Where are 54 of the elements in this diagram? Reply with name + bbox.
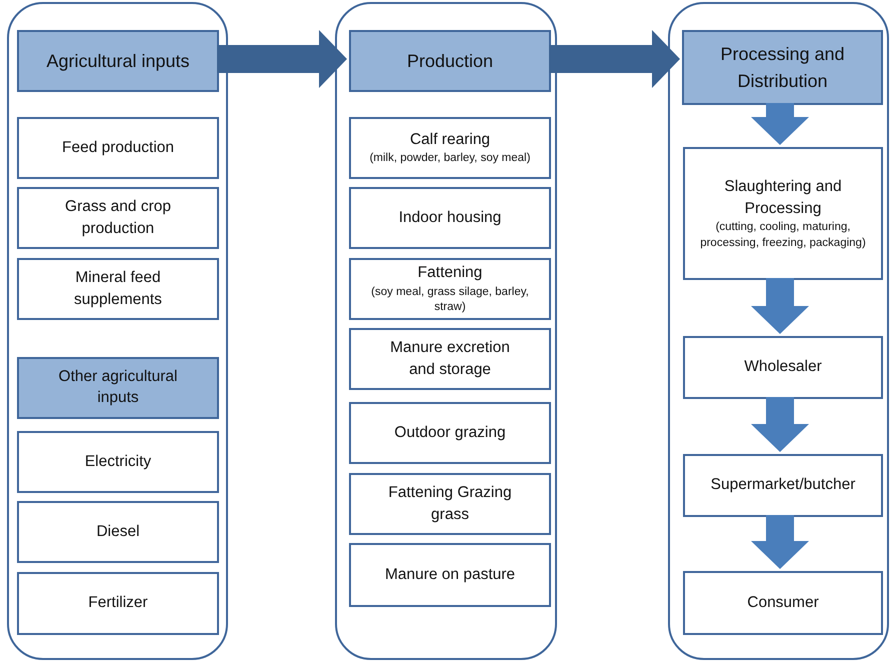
- box-label: Grass and crop production: [64, 196, 172, 239]
- box-label: Other agricultural inputs: [58, 367, 178, 408]
- category-header-box: [17, 357, 219, 419]
- box-label: Wholesaler: [744, 357, 822, 378]
- process-box: [683, 571, 883, 635]
- block-arrow: [751, 278, 809, 334]
- process-box: [17, 117, 219, 179]
- process-box: [17, 187, 219, 249]
- process-box: [683, 147, 883, 280]
- process-box: [349, 117, 551, 179]
- box-label: Feed production: [62, 138, 174, 158]
- stage-header-box: [17, 30, 219, 92]
- box-label: Diesel: [96, 522, 140, 542]
- process-box: [349, 258, 551, 320]
- stage-header-box: [682, 30, 883, 105]
- process-box: [349, 473, 551, 535]
- box-label: Consumer: [747, 592, 819, 613]
- box-label: Outdoor grazing: [394, 422, 506, 443]
- stage-panel: [668, 2, 889, 660]
- box-label: Fattening Grazing grass: [387, 482, 513, 525]
- stage-panel: [335, 2, 557, 660]
- process-box: [17, 431, 219, 493]
- process-box: [349, 543, 551, 607]
- process-box: [17, 572, 219, 635]
- box-label: Production: [406, 50, 494, 73]
- block-arrow: [751, 397, 809, 452]
- process-box: [683, 454, 883, 517]
- block-arrow: [217, 30, 347, 88]
- box-label: Agricultural inputs: [46, 50, 190, 73]
- detail-text: (milk, powder, barley, soy meal): [370, 151, 530, 166]
- box-label: Fattening: [418, 263, 482, 284]
- box-label: Processing and Distribution: [719, 43, 846, 92]
- process-box: [683, 336, 883, 399]
- detail-text: (soy meal, grass silage, barley, straw): [370, 284, 530, 316]
- process-box: [17, 258, 219, 320]
- box-label: Manure on pasture: [384, 564, 516, 585]
- process-box: [349, 402, 551, 464]
- process-box: [17, 501, 219, 563]
- process-box: [349, 187, 551, 249]
- box-label: Manure excretion and storage: [389, 338, 511, 380]
- block-arrow: [549, 30, 680, 88]
- process-box: [349, 328, 551, 390]
- box-label: Mineral feed supplements: [73, 268, 163, 310]
- box-label: Electricity: [84, 452, 152, 472]
- stage-header-box: [349, 30, 551, 92]
- box-label: Fertilizer: [88, 593, 148, 614]
- box-label: Slaughtering and Processing: [723, 176, 843, 219]
- block-arrow: [751, 515, 809, 569]
- detail-text: (cutting, cooling, maturing, processing, freezing, packaging): [699, 220, 867, 251]
- box-label: Indoor housing: [398, 208, 502, 228]
- block-arrow: [751, 103, 809, 145]
- box-label: Supermarket/butcher: [710, 475, 856, 496]
- stage-panel: [7, 2, 228, 660]
- box-label: Calf rearing: [410, 130, 490, 150]
